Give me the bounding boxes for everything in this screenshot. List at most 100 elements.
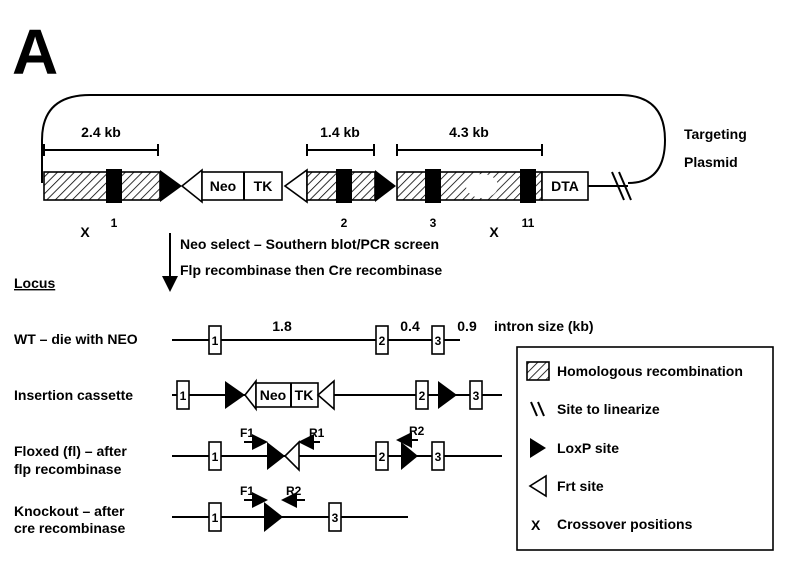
exon-label: 1: [212, 511, 219, 525]
neo-label: Neo: [260, 387, 286, 403]
loxp-site-icon: [267, 442, 285, 470]
exon-label: 2: [341, 216, 348, 230]
size-bar-1.4kb: [306, 144, 375, 156]
x-mark-icon: X: [531, 517, 541, 533]
intron-size: 0.9: [457, 318, 477, 334]
double-slash-icon: [611, 171, 632, 201]
plasmid-backbone: [41, 94, 667, 184]
exon-label: 3: [332, 511, 339, 525]
exon-label: 11: [522, 216, 535, 230]
crossover-mark-icon: X: [489, 224, 499, 240]
exon-label: 3: [435, 334, 442, 348]
exon-11: [520, 169, 536, 203]
dta-label: DTA: [551, 178, 579, 194]
row-label: Insertion cassette: [14, 387, 133, 403]
row-label: Knockout – after: [14, 503, 125, 519]
exon-label: 1: [212, 450, 219, 464]
exon-box: [415, 380, 429, 410]
exon-3: [425, 169, 441, 203]
exon-1: [106, 169, 122, 203]
exon-box: [469, 380, 483, 410]
exon-box: [208, 502, 222, 532]
legend-label: LoxP site: [557, 440, 619, 456]
floxed-row: Floxed (fl) – after flp recombinase 1 2 …: [14, 424, 502, 477]
legend-label: Site to linearize: [557, 401, 660, 417]
legend-label: Crossover positions: [557, 516, 693, 532]
exon-box: [431, 325, 445, 355]
neo-tk-cassette: [201, 171, 283, 201]
neo-label: Neo: [210, 178, 236, 194]
plasmid-label: Plasmid: [684, 154, 738, 170]
gap-region: [466, 174, 498, 198]
exon-label: 3: [430, 216, 437, 230]
dta-box: [541, 171, 589, 201]
legend-label: Homologous recombination: [557, 363, 743, 379]
locus-heading: Locus: [14, 275, 55, 291]
primer-label: R2: [286, 484, 302, 498]
exon-label: 1: [111, 216, 118, 230]
loxp-site-icon: [438, 381, 457, 409]
exon-label: 3: [473, 389, 480, 403]
open-triangle-icon: [528, 474, 547, 498]
frt-site-icon: [283, 440, 300, 472]
exon-box: [328, 502, 342, 532]
wt-row: WT – die with NEO 1 2 3 1.8 0.4 0.9 intr…: [14, 318, 594, 355]
frt-site-icon: [316, 379, 335, 411]
loxp-site-icon: [225, 381, 245, 409]
primer-label: F1: [240, 426, 254, 440]
primer-label: R2: [409, 424, 425, 438]
legend: Homologous recombination Site to lineari…: [516, 346, 774, 551]
loxp-site-icon: [264, 502, 283, 532]
legend-box: [516, 346, 774, 551]
intron-size: 1.8: [272, 318, 292, 334]
exon-box: [375, 441, 389, 471]
size-bar-4.3kb: [396, 144, 543, 156]
row-label: Floxed (fl) – after: [14, 443, 127, 459]
double-slash-icon: [530, 401, 545, 417]
targeting-plasmid: 2.4 kb 1.4 kb 4.3 kb Neo TK: [41, 94, 747, 240]
primer-label: F1: [240, 484, 254, 498]
legend-label: Frt site: [557, 478, 604, 494]
intron-size: 0.4: [400, 318, 420, 334]
loxp-site-icon: [375, 170, 396, 202]
primer-label: R1: [309, 426, 325, 440]
hatched-box-icon: [526, 361, 550, 381]
panel-label: A: [12, 16, 58, 88]
tk-label: TK: [254, 178, 273, 194]
row-label: WT – die with NEO: [14, 331, 138, 347]
arm-size-label: 1.4 kb: [320, 124, 360, 140]
neo-tk-cassette: [255, 382, 319, 408]
row-label: cre recombinase: [14, 520, 125, 536]
exon-label: 2: [379, 450, 386, 464]
intron-caption: intron size (kb): [494, 318, 594, 334]
knockout-row: Knockout – after cre recombinase 1 3 F1 …: [14, 484, 408, 536]
exon-label: 2: [379, 334, 386, 348]
arm-size-label: 4.3 kb: [449, 124, 489, 140]
loxp-site-icon: [160, 170, 182, 202]
exon-label: 1: [180, 389, 187, 403]
step-text: Neo select – Southern blot/PCR screen: [180, 236, 439, 252]
exon-box: [375, 325, 389, 355]
exon-box: [176, 380, 190, 410]
row-label: flp recombinase: [14, 461, 122, 477]
exon-label: 3: [435, 450, 442, 464]
arm-size-label: 2.4 kb: [81, 124, 121, 140]
frt-site-icon: [243, 378, 257, 412]
size-bar-2.4kb: [43, 144, 159, 156]
exon-box: [208, 325, 222, 355]
exon-label: 1: [212, 334, 219, 348]
exon-box: [431, 441, 445, 471]
exon-label: 2: [419, 389, 426, 403]
frt-site-icon: [283, 168, 308, 204]
exon-2: [336, 169, 352, 203]
insertion-row: Insertion cassette 1 Neo TK 2 3: [14, 378, 502, 412]
loxp-site-icon: [401, 442, 418, 470]
step-text: Flp recombinase then Cre recombinase: [180, 262, 442, 278]
exon-box: [208, 441, 222, 471]
crossover-mark-icon: X: [80, 224, 90, 240]
plasmid-label: Targeting: [684, 126, 747, 142]
tk-label: TK: [295, 387, 314, 403]
filled-triangle-icon: [530, 438, 546, 458]
homology-arm-left: [43, 171, 161, 201]
